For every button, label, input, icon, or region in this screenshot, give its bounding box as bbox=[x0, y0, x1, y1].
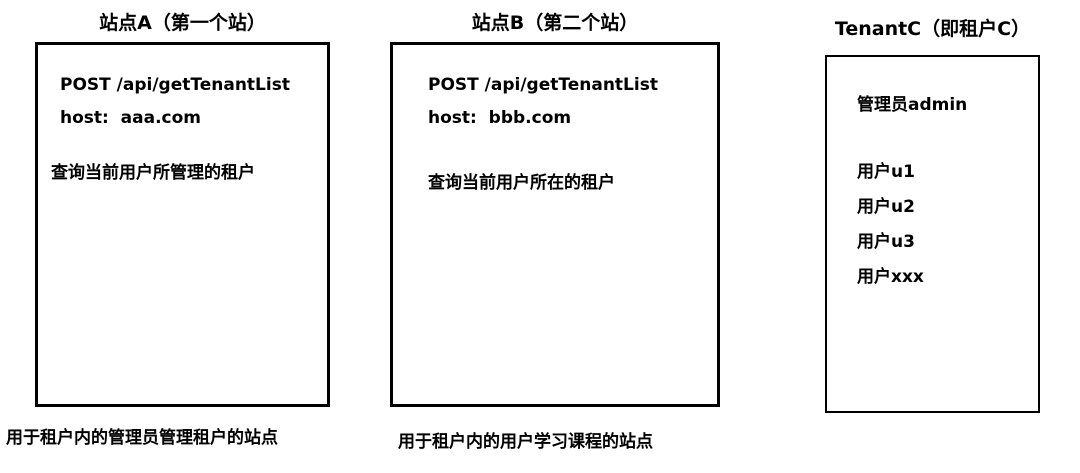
tenant-c-box: 管理员admin 用户u1 用户u2 用户u3 用户xxx bbox=[825, 55, 1040, 413]
tenant-c-admin-line: 管理员admin bbox=[857, 95, 968, 115]
site-b-caption: 用于租户内的用户学习课程的站点 bbox=[398, 432, 653, 452]
site-a-request-line: POST /api/getTenantList bbox=[60, 75, 290, 95]
site-b-description: 查询当前用户所在的租户 bbox=[428, 173, 615, 193]
site-a-description: 查询当前用户所管理的租户 bbox=[51, 163, 255, 183]
site-a-title: 站点A（第一个站） bbox=[99, 12, 266, 34]
site-b-box: POST /api/getTenantList host: bbb.com 查询… bbox=[390, 42, 720, 407]
site-a-host-line: host: aaa.com bbox=[60, 108, 202, 128]
tenant-c-user-item: 用户u1 bbox=[857, 162, 915, 182]
tenant-c-user-item: 用户u2 bbox=[857, 197, 915, 217]
site-b-request-line: POST /api/getTenantList bbox=[428, 75, 658, 95]
tenant-c-title: TenantC（即租户C） bbox=[834, 18, 1031, 40]
tenant-c-user-item: 用户xxx bbox=[857, 267, 924, 287]
site-b-title: 站点B（第二个站） bbox=[471, 12, 639, 34]
site-a-box: POST /api/getTenantList host: aaa.com 查询… bbox=[35, 42, 330, 407]
site-a-caption: 用于租户内的管理员管理租户的站点 bbox=[6, 428, 278, 448]
tenant-c-user-item: 用户u3 bbox=[857, 232, 915, 252]
site-b-host-line: host: bbb.com bbox=[428, 108, 572, 128]
